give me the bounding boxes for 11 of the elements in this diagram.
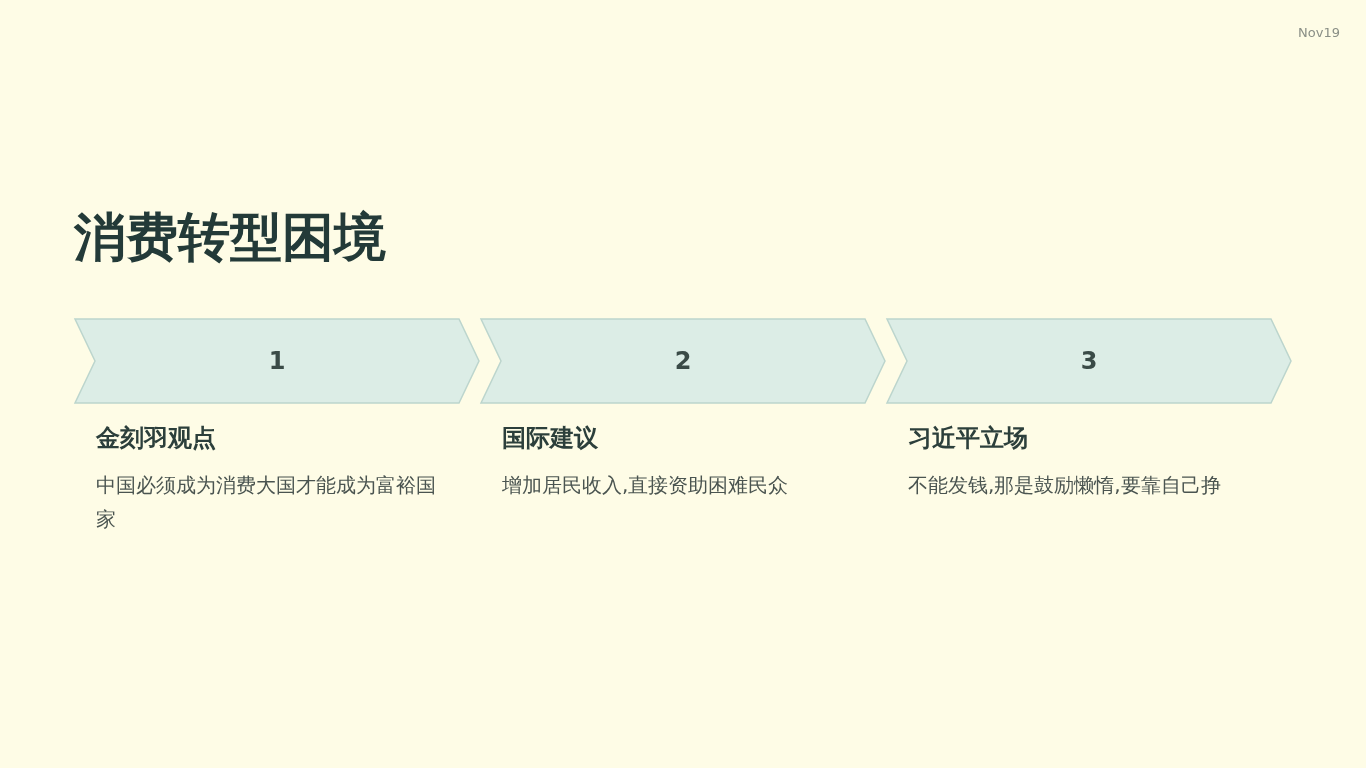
step-number: 1 (268, 349, 286, 373)
step-description: 增加居民收入,直接资助困难民众 (502, 472, 789, 500)
step-number: 3 (1080, 349, 1098, 373)
step-heading: 金刻羽观点 (96, 423, 216, 454)
step-description: 不能发钱,那是鼓励懒惰,要靠自己挣 (908, 472, 1221, 500)
step-heading: 习近平立场 (908, 423, 1028, 454)
date-note: Nov19 (1298, 25, 1340, 40)
slide-title: 消费转型困境 (74, 206, 386, 269)
step-description: 中国必须成为消费大国才能成为富裕国家 (96, 472, 437, 534)
step-number: 2 (674, 349, 692, 373)
step-heading: 国际建议 (502, 423, 598, 454)
